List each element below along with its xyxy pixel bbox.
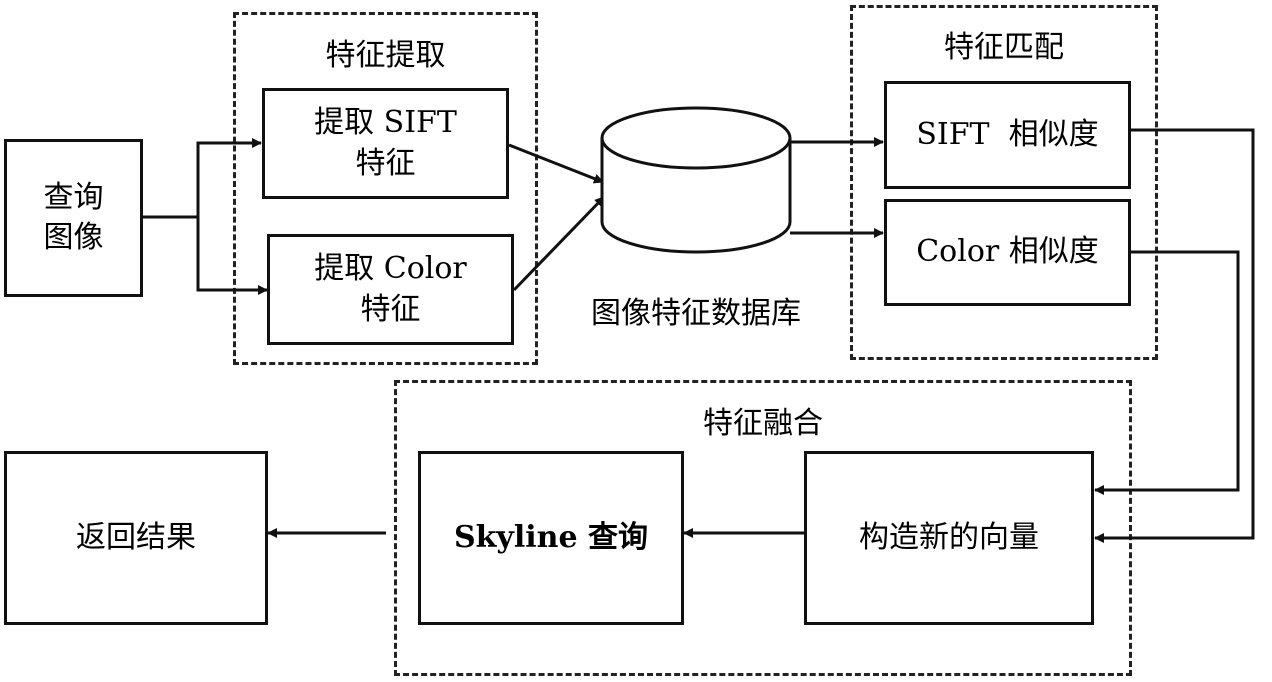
- feature-fusion-label: 特征融合: [703, 406, 823, 441]
- extract-color-line2: 特征: [360, 291, 421, 327]
- database-label: 图像特征数据库: [591, 296, 801, 331]
- feature-fusion-group: [394, 380, 1132, 676]
- sift-similarity-box: SIFT 相似度: [884, 81, 1131, 189]
- query-image-line1: 查询: [43, 179, 104, 215]
- database-cylinder-icon: [600, 106, 792, 254]
- arrow-color-to-database: [512, 195, 606, 292]
- return-results-box: 返回结果: [4, 451, 268, 625]
- arrow-query-to-color: [196, 217, 268, 295]
- arrow-color-similarity-to-vector: [1094, 250, 1240, 495]
- skyline-query-box: Skyline 查询: [418, 451, 684, 625]
- query-image-line2: 图像: [43, 220, 104, 255]
- feature-matching-group: [850, 5, 1158, 360]
- arrow-query-to-sift: [143, 138, 262, 219]
- feature-extraction-label: 特征提取: [325, 38, 446, 73]
- extract-sift-line1: 提取 SIFT: [314, 105, 457, 140]
- arrow-sift-to-database: [508, 143, 604, 184]
- color-similarity-box: Color 相似度: [884, 199, 1131, 306]
- query-image-box: 查询 图像: [4, 139, 143, 297]
- extract-sift-line2: 特征: [355, 145, 416, 181]
- feature-matching-label: 特征匹配: [944, 30, 1064, 65]
- extract-color-line1: 提取 Color: [314, 251, 467, 286]
- feature-extraction-group: [233, 12, 538, 365]
- build-vector-box: 构造新的向量: [804, 451, 1094, 625]
- extract-color-box: 提取 Color 特征: [267, 234, 514, 345]
- arrow-sift-similarity-to-vector: [1094, 128, 1255, 543]
- extract-sift-box: 提取 SIFT 特征: [262, 88, 509, 199]
